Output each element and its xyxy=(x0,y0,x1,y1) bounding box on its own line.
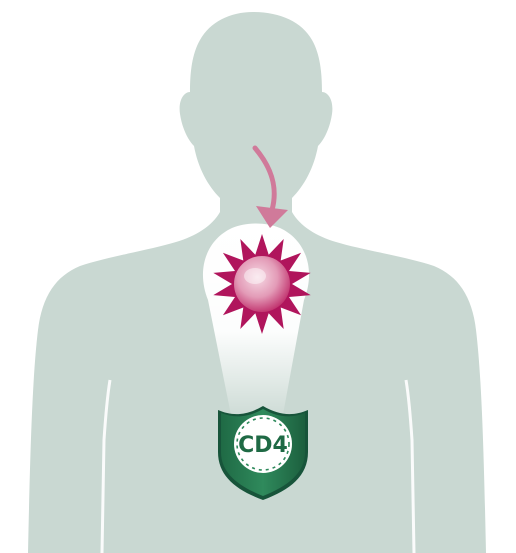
virus-core xyxy=(234,256,290,312)
cd4-label: CD4 xyxy=(238,433,288,458)
virus-highlight xyxy=(244,268,266,284)
